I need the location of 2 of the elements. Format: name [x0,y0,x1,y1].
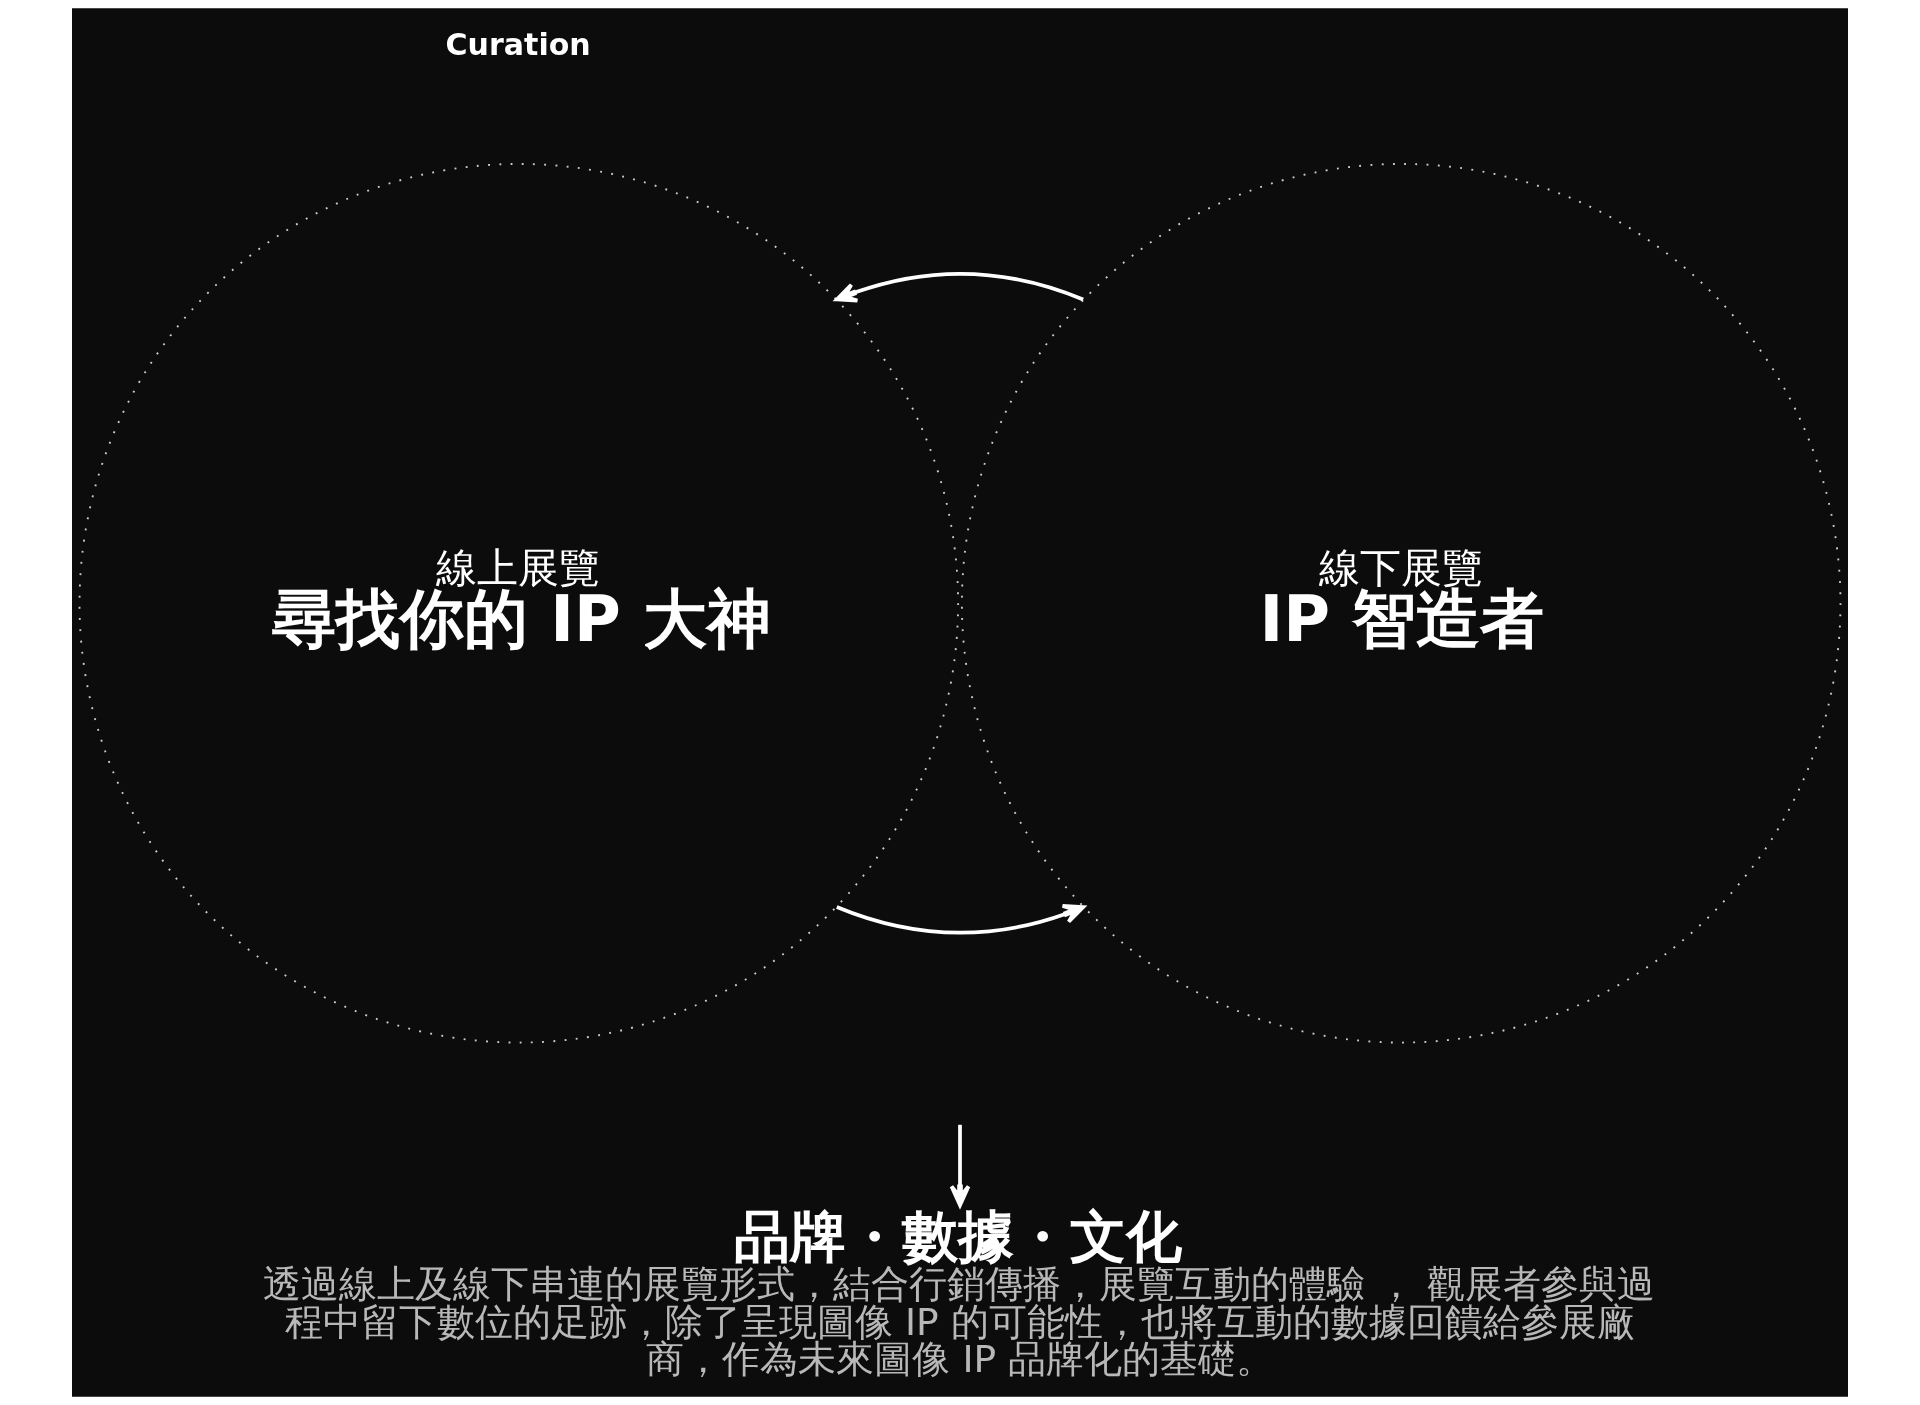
label: Curation [445,26,591,62]
node-text: 品牌・數據・文化 透過線上及線下串連的展覽形式，結合行銷傳播，展覽互動的體驗 ， 觀展者參與過程中留下數位的足跡，除了呈現圖像 IP 的可能性，也將互動的數據回饋給參展廠商，作為未來圖像 IP 品牌化的基礎。 [263,1204,1656,1382]
